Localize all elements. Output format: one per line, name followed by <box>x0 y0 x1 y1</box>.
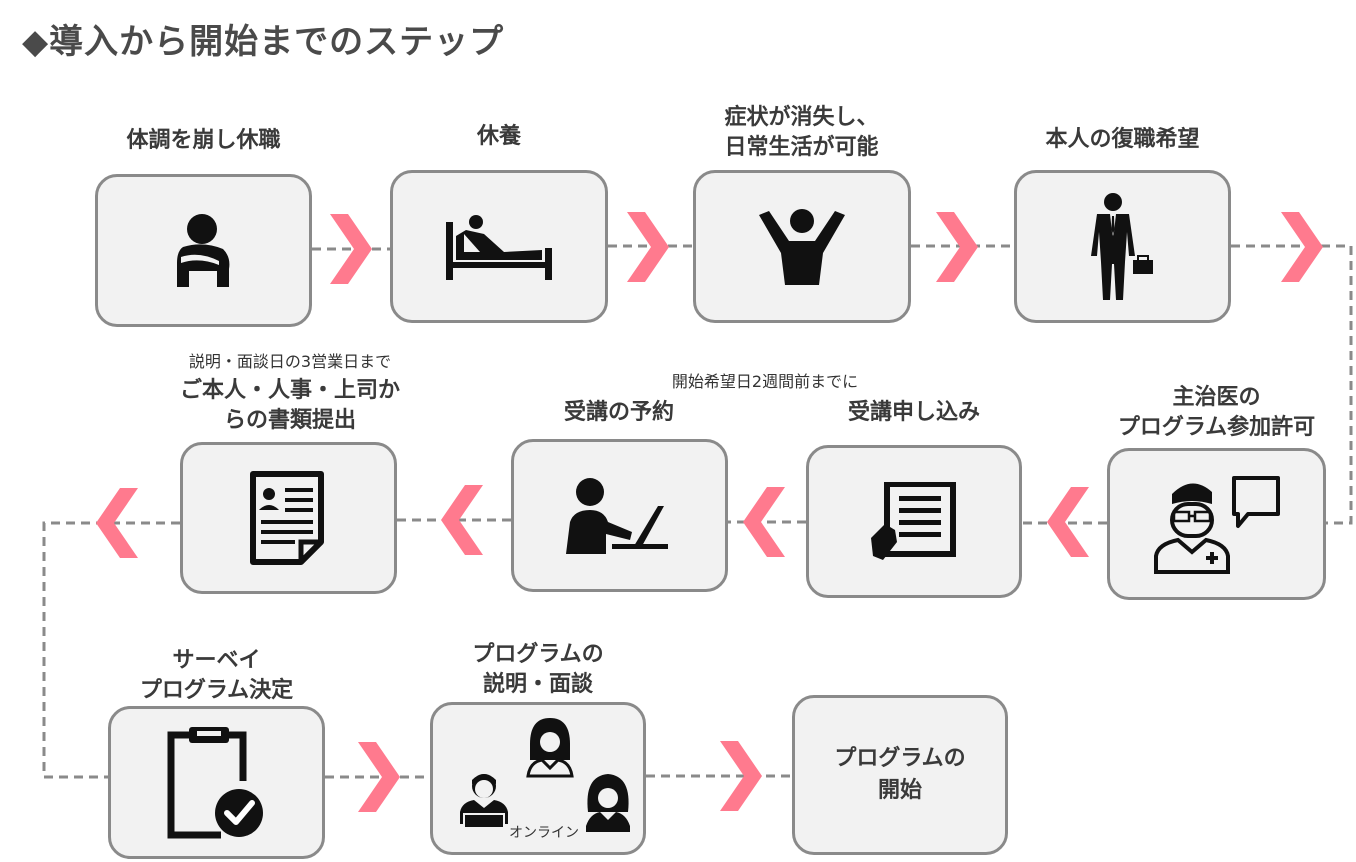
bed-rest-icon <box>446 214 552 280</box>
woman-avatar-icon <box>526 717 574 777</box>
step-9-box <box>108 706 325 859</box>
step-10-label: プログラムの説明・面談 <box>472 642 604 697</box>
clipboard-check-icon <box>167 726 263 838</box>
step-4-label: 本人の復職希望 <box>1045 127 1200 152</box>
online-meeting-icon <box>460 717 630 832</box>
step-6-label: 受講申し込み <box>847 400 980 425</box>
application-deadline-note: 開始希望日2週間前までに <box>671 372 859 391</box>
person-laptop-icon <box>565 477 668 554</box>
application-form-icon <box>871 481 956 560</box>
step-8-label: ご本人・人事・上司からの書類提出 <box>179 378 400 433</box>
step-2-box <box>390 170 608 323</box>
step-3-box <box>693 170 911 323</box>
arrow-right-5 <box>358 742 400 812</box>
step-7-box <box>511 439 728 592</box>
connector-4-5 <box>1231 244 1353 525</box>
step-1-box <box>95 174 312 327</box>
step-11-text: プログラムの 開始 <box>834 746 966 803</box>
step-1-label: 体調を崩し休職 <box>126 128 281 153</box>
step-9-label: サーベイプログラム決定 <box>139 648 294 703</box>
woman-long-hair-icon <box>586 773 630 832</box>
arrow-left-4 <box>96 488 138 558</box>
step-4-box <box>1014 170 1231 323</box>
arrow-right-6 <box>720 741 762 811</box>
step-10-box <box>430 702 646 855</box>
arrow-right-3 <box>936 212 978 282</box>
arrow-right-4 <box>1281 212 1323 282</box>
documents-deadline-note: 説明・面談日の3営業日まで <box>188 352 392 371</box>
step-5-box <box>1107 448 1326 600</box>
sitting-person-icon <box>176 213 229 287</box>
step-2-label: 休養 <box>476 124 521 149</box>
step-7-label: 受講の予約 <box>563 400 674 425</box>
step-5-label: 主治医のプログラム参加許可 <box>1117 385 1316 440</box>
arms-raised-icon <box>759 208 845 285</box>
arrow-left-1 <box>1047 487 1089 557</box>
man-laptop-icon <box>460 773 508 829</box>
doctor-speech-icon <box>1153 476 1280 574</box>
online-label: オンライン <box>509 825 579 841</box>
arrow-left-3 <box>441 485 483 555</box>
page-title: ◆導入から開始までのステップ <box>22 22 505 62</box>
arrow-right-1 <box>330 214 372 284</box>
arrow-right-2 <box>627 212 669 282</box>
arrow-left-2 <box>743 487 785 557</box>
step-6-box <box>806 445 1022 598</box>
step-3-label: 症状が消失し、日常生活が可能 <box>724 105 879 160</box>
businessman-icon <box>1090 192 1153 300</box>
step-8-box <box>180 442 397 594</box>
resume-document-icon <box>249 471 324 565</box>
step-11-box: プログラムの 開始 <box>792 695 1008 855</box>
